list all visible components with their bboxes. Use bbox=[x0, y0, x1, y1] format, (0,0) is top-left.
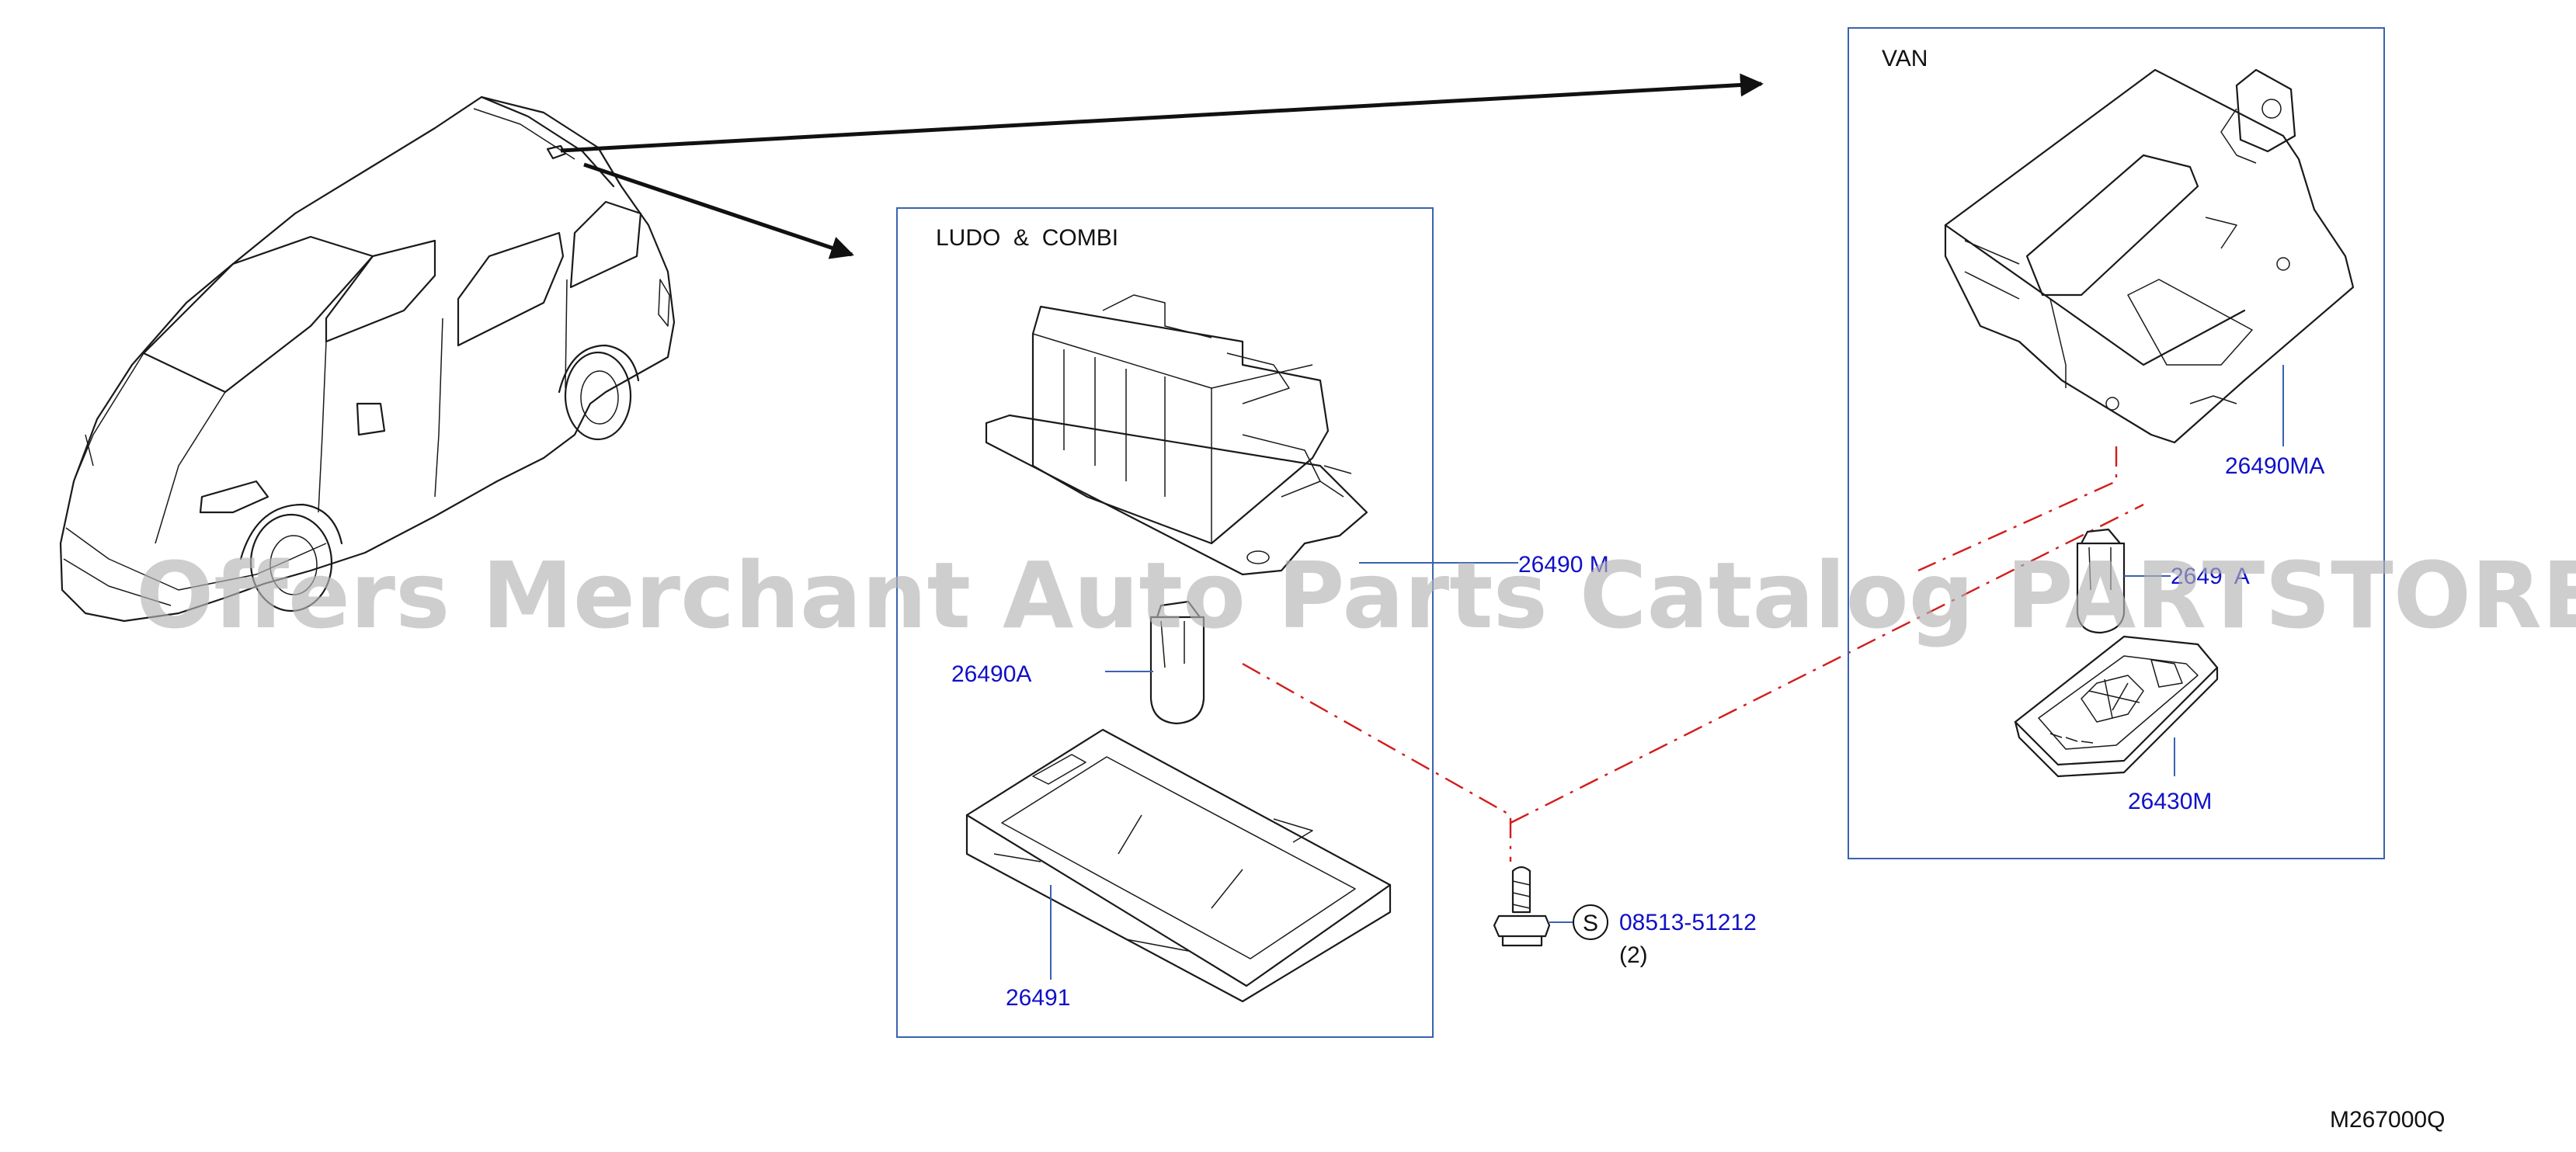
bulb-ludo-drawing bbox=[1149, 600, 1205, 725]
screw-group: S 08513-51212 (2) bbox=[1493, 866, 1757, 968]
screw-symbol: S bbox=[1583, 911, 1598, 936]
part-number-26490m[interactable]: 26490 M bbox=[1518, 552, 1609, 578]
van-frame bbox=[1848, 27, 2385, 859]
part-number-2649a[interactable]: 2649 A bbox=[2171, 564, 2250, 589]
lamp-assy-van-drawing bbox=[2014, 635, 2219, 778]
pointer-arrows bbox=[560, 73, 1764, 259]
part-number-26491[interactable]: 26491 bbox=[1006, 985, 1070, 1011]
screw-symbol-circle bbox=[1573, 904, 1608, 940]
screw-drawing bbox=[1493, 866, 1551, 947]
bracket-van-drawing bbox=[1944, 68, 2355, 444]
arrow-to-van bbox=[560, 73, 1764, 153]
watermark: Offers Merchant Auto Parts Catalog PARTS… bbox=[136, 542, 2576, 649]
room-lamp-ludo-drawing bbox=[985, 294, 1368, 576]
van-title: VAN bbox=[1882, 46, 1928, 71]
part-number-26490ma[interactable]: 26490MA bbox=[2225, 453, 2324, 479]
ludo-combi-frame bbox=[896, 207, 1434, 1038]
diagram-code: M267000Q bbox=[2330, 1107, 2445, 1133]
lens-drawing bbox=[965, 728, 1392, 1003]
fitting-lines bbox=[1242, 446, 2144, 862]
vehicle-illustration bbox=[59, 95, 676, 623]
arrow-to-ludo-combi bbox=[583, 162, 854, 259]
bulb-van-drawing bbox=[2076, 528, 2126, 634]
part-number-26430m[interactable]: 26430M bbox=[2128, 789, 2212, 814]
ludo-combi-title: LUDO & COMBI bbox=[936, 225, 1118, 251]
part-number-08513-51212[interactable]: 08513-51212 bbox=[1619, 910, 1757, 935]
screw-quantity: (2) bbox=[1619, 942, 1648, 968]
ludo-combi-group: LUDO & COMBI bbox=[896, 207, 1609, 1038]
van-group: VAN bbox=[1848, 27, 2385, 859]
part-number-26490a[interactable]: 26490A bbox=[951, 661, 1031, 687]
